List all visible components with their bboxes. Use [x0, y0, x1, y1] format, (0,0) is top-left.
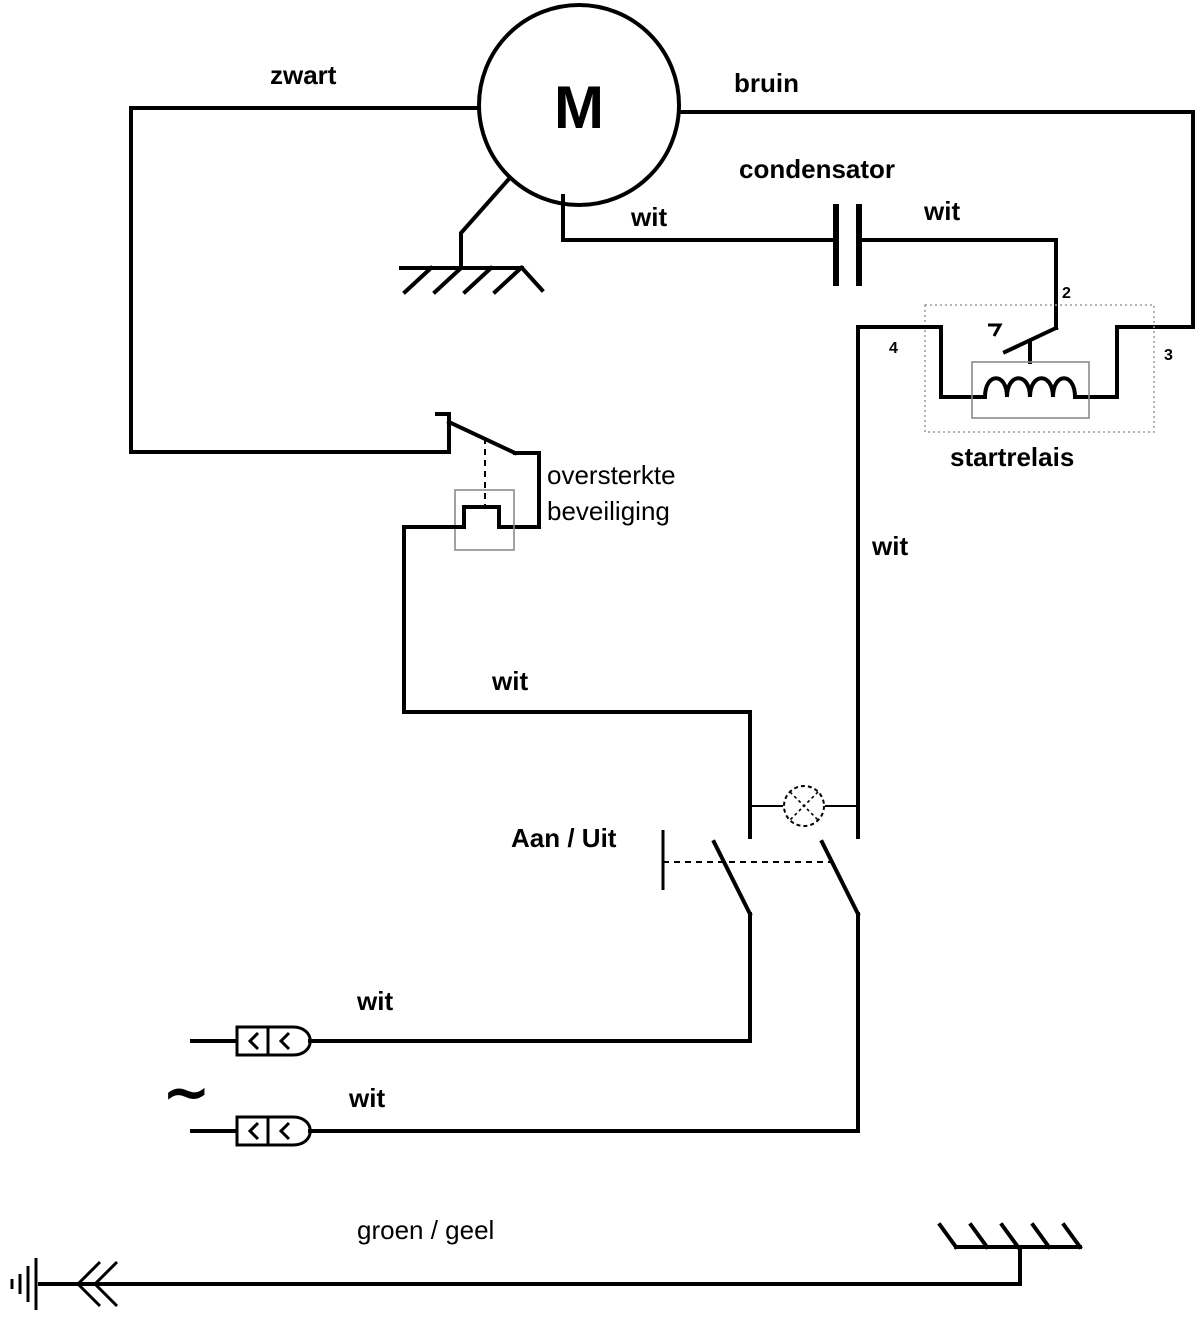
label-capacitor: condensator — [739, 154, 895, 184]
relay-coil — [973, 376, 1085, 399]
label-wire-white-plug-1: wit — [356, 986, 393, 1016]
label-wire-earth: groen / geel — [357, 1215, 494, 1245]
label-wire-white-motor-capacitor: wit — [630, 202, 667, 232]
label-ac-symbol: ~ — [162, 1058, 211, 1126]
earth-wire — [10, 1222, 1083, 1310]
wire-brown — [677, 110, 1195, 399]
motor: M — [477, 3, 681, 207]
label-wire-black: zwart — [270, 60, 337, 90]
overload-protection — [402, 412, 541, 551]
start-relay — [856, 304, 1155, 433]
label-wire-white-relay-switch: wit — [871, 531, 908, 561]
motor-symbol: M — [554, 74, 604, 141]
label-terminal-3: 3 — [1164, 347, 1173, 364]
label-protection-line2: beveiliging — [547, 496, 670, 526]
plug-2 — [190, 1115, 860, 1147]
relay-coil-box — [971, 361, 1090, 419]
wire-black — [129, 106, 481, 454]
plug-1 — [190, 1025, 752, 1057]
label-wire-white-plug-2: wit — [348, 1083, 385, 1113]
label-start-relay: startrelais — [950, 442, 1074, 472]
motor-ground-symbol — [399, 177, 545, 295]
label-terminal-2: 2 — [1062, 285, 1071, 302]
label-terminal-4: 4 — [889, 340, 898, 357]
overload-heater-box — [454, 489, 515, 551]
label-wire-white-protection-switch: wit — [491, 666, 528, 696]
wire-white-protection-switch — [402, 525, 752, 839]
label-protection-line1: oversterkte — [547, 460, 676, 490]
label-switch: Aan / Uit — [511, 823, 617, 853]
label-wire-white-capacitor-relay: wit — [923, 196, 960, 226]
capacitor-symbol — [833, 204, 862, 286]
label-wire-brown: bruin — [734, 68, 799, 98]
start-relay-housing — [924, 304, 1155, 433]
on-off-switch — [661, 830, 861, 1132]
wire-white-capacitor — [561, 194, 1058, 330]
indicator-lamp — [750, 785, 858, 827]
motor-circle — [477, 3, 681, 207]
